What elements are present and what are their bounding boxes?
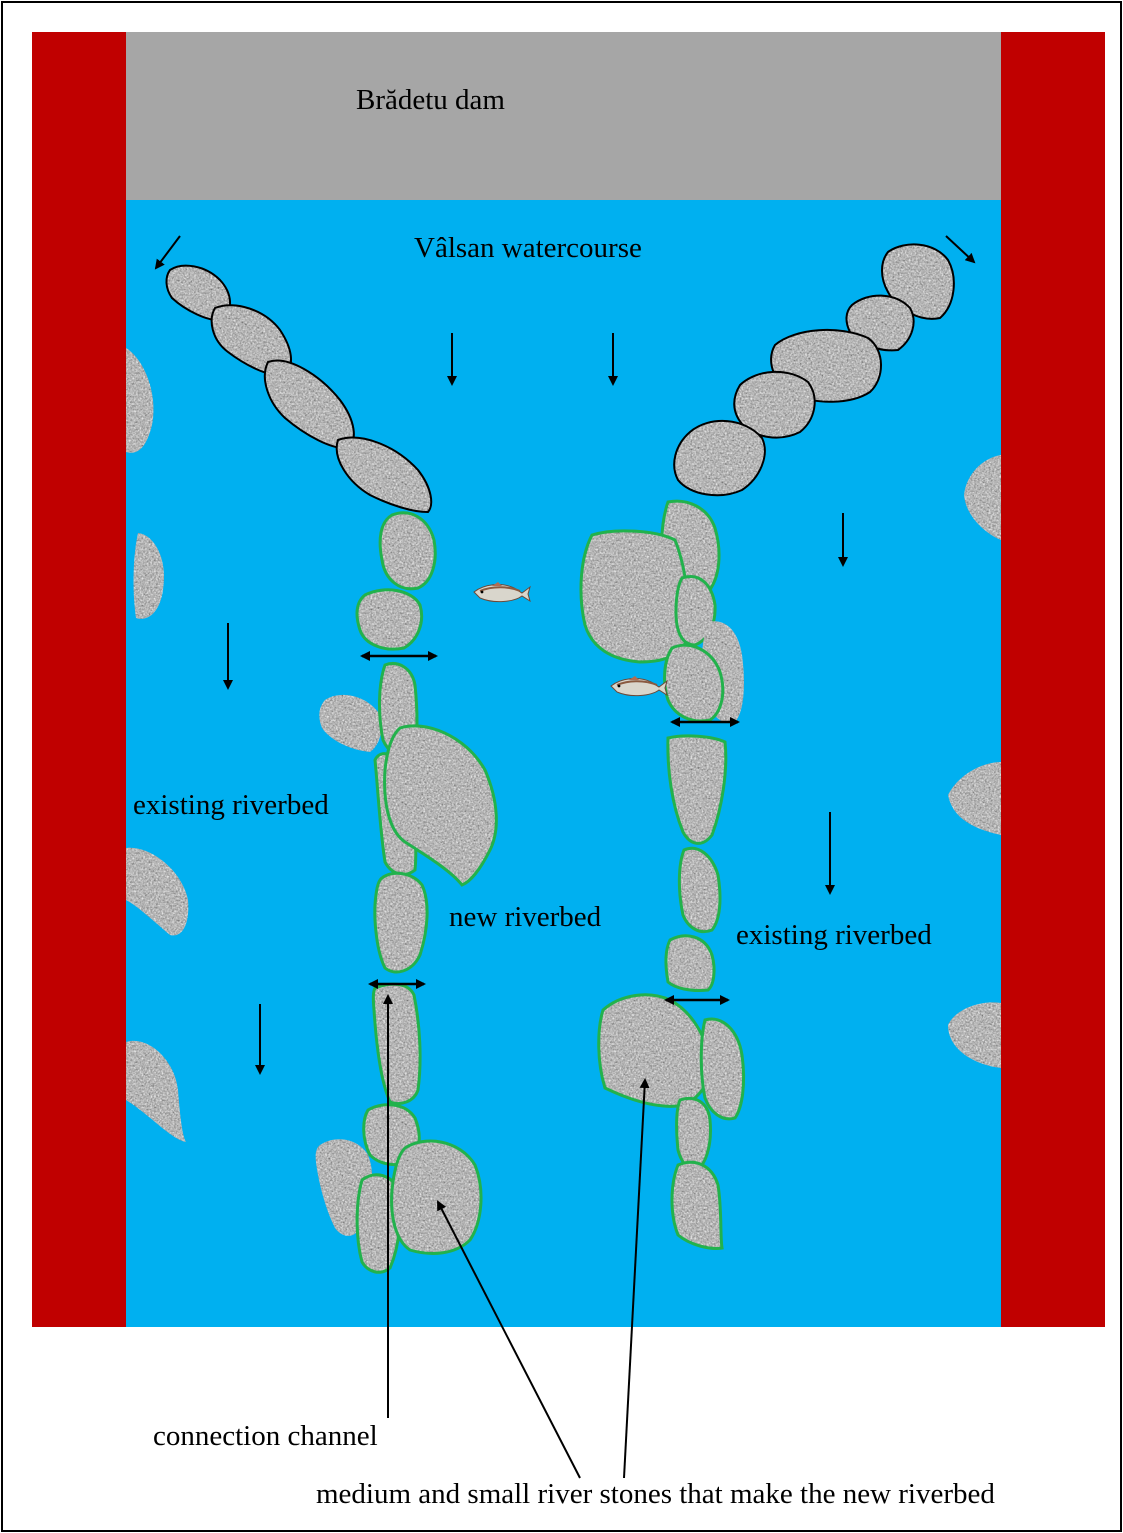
riverbed-stone xyxy=(677,1098,711,1169)
riverbed-stone xyxy=(666,936,714,991)
connection-channel-label: connection channel xyxy=(153,1422,378,1451)
existing-riverbed-left-label: existing riverbed xyxy=(133,791,329,820)
stones-label: medium and small river stones that make … xyxy=(316,1480,995,1509)
left-bank xyxy=(32,32,126,1327)
dam-label: Brădetu dam xyxy=(356,86,505,115)
riverbed-stone xyxy=(380,513,435,589)
riverbed-stone xyxy=(392,1141,481,1253)
existing-riverbed-right-label: existing riverbed xyxy=(736,921,932,950)
dam xyxy=(126,32,1001,200)
riverbed-stone xyxy=(672,1162,722,1248)
riverbed-stone xyxy=(375,873,427,972)
right-bank xyxy=(1001,32,1105,1327)
new-riverbed-label: new riverbed xyxy=(449,903,601,932)
watercourse-label: Vâlsan watercourse xyxy=(414,234,642,263)
riverbed-stone xyxy=(357,590,422,649)
riverbed-stone xyxy=(581,531,688,662)
